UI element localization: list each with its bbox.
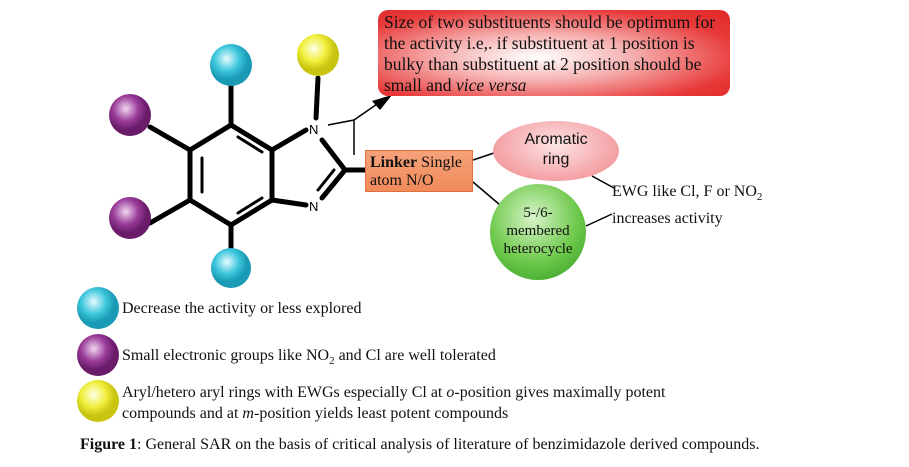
legend-yellow-line2-b: -position yields least potent compounds (253, 405, 509, 422)
double-bond-top (236, 135, 264, 154)
cyan-substituent-bottom (211, 248, 251, 288)
atom-n1: N (309, 122, 318, 137)
callout-italic-text: vice versa (455, 75, 527, 95)
heterocycle-circle: 5-/6- membered heterocycle (490, 184, 586, 280)
heterocycle-line1: 5-/6- (523, 205, 553, 221)
atom-n3: N (309, 199, 318, 214)
legend-cyan-text: Decrease the activity or less explored (122, 300, 362, 317)
callout-text: Size of two substituents should be optim… (384, 12, 716, 95)
cyan-substituent-top (210, 44, 252, 86)
bond-lower-left-substituent (147, 197, 193, 226)
legend-yellow-line2-italic: m (242, 405, 254, 422)
purple-substituent-upper (109, 94, 151, 136)
aromatic-ring-line2: ring (542, 151, 570, 168)
legend-purple-circle (77, 334, 119, 376)
legend-yellow-line2-a: compounds and at (122, 405, 243, 422)
caption-label: Figure 1 (80, 436, 138, 453)
legend-cyan-circle (77, 287, 119, 329)
ewg-note: EWG like Cl, F or NO2 increases activity (612, 181, 762, 229)
linker-text-line1: Single (417, 154, 463, 171)
double-bond-bottom (236, 196, 264, 215)
size-callout-box: Size of two substituents should be optim… (378, 10, 730, 96)
caption-text: : General SAR on the basis of critical a… (137, 436, 760, 453)
connector-linker-heterocycle (472, 181, 501, 206)
bond-n1-c2 (319, 137, 348, 173)
legend-item-purple: Small electronic groups like NO2 and Cl … (122, 345, 496, 372)
aromatic-ring-line1: Aromatic (524, 131, 588, 148)
legend-yellow-line1-a: Aryl/hetero aryl rings with EWGs especia… (122, 384, 447, 401)
legend-yellow-circle (77, 380, 119, 422)
legend-purple-text-a: Small electronic groups like NO (122, 347, 330, 364)
connector-aromatic-ewg (591, 175, 615, 189)
linker-bold-label: Linker (370, 154, 418, 171)
legend-purple-text-b: and Cl are well tolerated (334, 347, 496, 364)
figure-caption: Figure 1: General SAR on the basis of cr… (80, 436, 760, 454)
ewg-line2: increases activity (612, 210, 723, 228)
legend-yellow-line1-b: -position gives maximally potent (454, 384, 666, 401)
connector-heterocycle-ewg (585, 213, 613, 227)
bond-c7a-n1 (269, 127, 309, 153)
ewg-line1: EWG like Cl, F or NO (612, 183, 757, 200)
bond-n3-c2 (319, 167, 348, 201)
legend-item-yellow: Aryl/hetero aryl rings with EWGs especia… (122, 382, 665, 424)
arrow-head-icon (372, 95, 392, 110)
linker-text-line2: atom N/O (370, 172, 434, 189)
heterocycle-line2: membered (506, 223, 570, 239)
double-bond-c2-n3 (316, 168, 336, 192)
aromatic-ring-ellipse: Aromatic ring (493, 121, 619, 181)
legend-purple-subscript: 2 (329, 355, 335, 368)
bond-upper-left-substituent (147, 124, 193, 153)
ewg-subscript: 2 (756, 191, 763, 204)
legend-yellow-line1-italic: o (446, 384, 455, 401)
bond-n1-substituent (313, 75, 321, 121)
heterocycle-line3: heterocycle (503, 241, 573, 257)
yellow-substituent-n1 (297, 34, 339, 76)
legend-item-cyan: Decrease the activity or less explored (122, 298, 361, 319)
purple-substituent-lower (109, 197, 151, 239)
bond-c3a-n3 (269, 197, 309, 208)
